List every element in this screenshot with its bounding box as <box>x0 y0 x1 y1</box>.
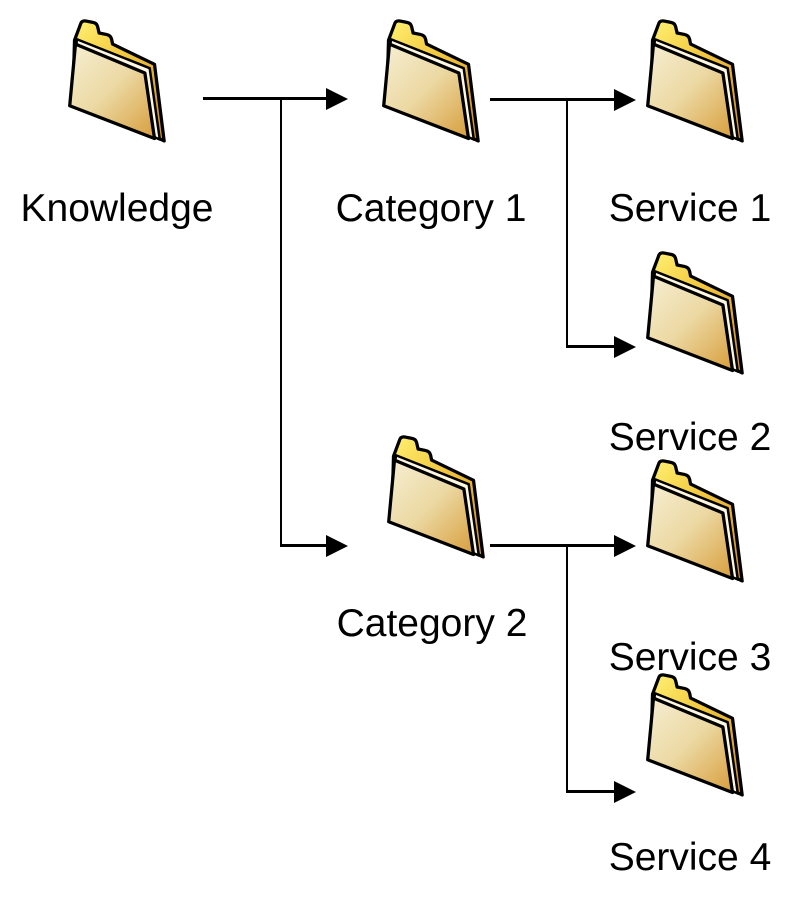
node-category2 <box>381 432 487 572</box>
connector-category2-service3-line <box>490 544 614 547</box>
connector-knowledge-category2-vline <box>280 97 282 547</box>
folder-icon <box>640 670 746 810</box>
folder-icon <box>381 432 487 572</box>
node-service2-label: Service 2 <box>608 416 772 459</box>
connector-knowledge-category1-line <box>203 97 330 100</box>
connector-category2-service4-line <box>566 790 614 793</box>
node-knowledge-label: Knowledge <box>20 187 214 230</box>
connector-category2-service3-arrowhead-icon <box>614 535 636 557</box>
connector-category1-service2-line <box>566 345 614 348</box>
folder-icon <box>640 248 746 388</box>
connector-knowledge-category1-arrowhead-icon <box>326 88 348 110</box>
connector-knowledge-category2-arrowhead-icon <box>326 535 348 557</box>
connector-category1-service1-arrowhead-icon <box>614 89 636 111</box>
folder-icon <box>376 16 482 156</box>
connector-category2-service4-arrowhead-icon <box>614 781 636 803</box>
folder-icon <box>640 456 746 596</box>
connector-knowledge-category2-line <box>280 544 330 547</box>
folder-icon <box>62 16 168 156</box>
node-service3-label: Service 3 <box>608 636 772 679</box>
node-category1 <box>376 16 482 156</box>
node-category1-label: Category 1 <box>335 187 527 230</box>
connector-category1-service2-arrowhead-icon <box>614 336 636 358</box>
connector-category1-service2-vline <box>566 98 568 348</box>
node-service4 <box>640 670 746 810</box>
node-service1 <box>640 16 746 156</box>
node-service3 <box>640 456 746 596</box>
node-service2 <box>640 248 746 388</box>
node-service4-label: Service 4 <box>608 836 772 879</box>
folder-icon <box>640 16 746 156</box>
connector-category2-service4-vline <box>566 544 568 793</box>
node-service1-label: Service 1 <box>608 187 772 230</box>
node-knowledge <box>62 16 168 156</box>
node-category2-label: Category 2 <box>336 602 528 645</box>
connector-category1-service1-line <box>490 98 614 101</box>
